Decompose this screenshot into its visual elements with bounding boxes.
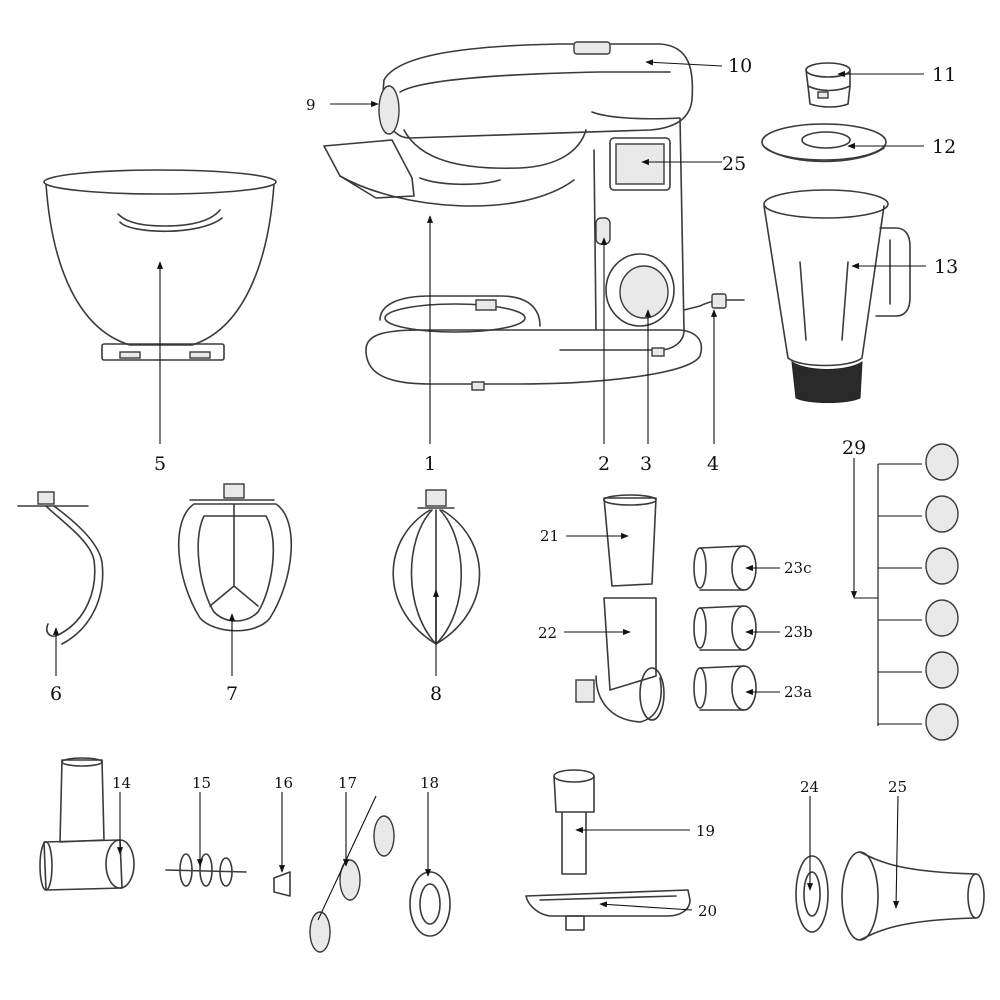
label-part-6: 6	[50, 683, 62, 705]
drum-23a	[693, 665, 757, 711]
label-part-23c: 23c	[784, 559, 812, 577]
label-part-12: 12	[932, 136, 956, 158]
label-part-24: 24	[800, 778, 819, 796]
label-part-21: 21	[540, 527, 559, 545]
drum-23b	[693, 605, 757, 651]
dough-hook	[17, 491, 104, 645]
label-part-1: 1	[424, 453, 436, 475]
label-part-19: 19	[696, 822, 715, 840]
label-part-23b: 23b	[784, 623, 813, 641]
label-part-9: 9	[306, 96, 316, 114]
mincer-plates	[309, 815, 395, 953]
label-part-2: 2	[598, 453, 610, 475]
label-part-8: 8	[430, 683, 442, 705]
slicer-housing	[575, 597, 665, 723]
label-part-11: 11	[932, 64, 956, 86]
label-part-25-display: 25	[722, 153, 746, 175]
label-part-5: 5	[154, 453, 166, 475]
label-part-20: 20	[698, 902, 717, 920]
mincer-ring	[409, 871, 451, 937]
mincer-pusher	[553, 769, 595, 875]
label-part-18: 18	[420, 774, 439, 792]
label-part-25-funnel: 25	[888, 778, 907, 796]
label-part-17: 17	[338, 774, 357, 792]
mincer-tray	[525, 889, 691, 931]
flat-beater	[177, 483, 293, 632]
label-part-4: 4	[707, 453, 719, 475]
label-part-22: 22	[538, 624, 557, 642]
slicer-pusher	[603, 494, 657, 587]
blender-jug	[763, 189, 911, 403]
leader-lines	[52, 59, 926, 921]
label-part-10: 10	[728, 55, 752, 77]
label-part-15: 15	[192, 774, 211, 792]
blender-cap	[805, 62, 851, 108]
label-part-3: 3	[640, 453, 652, 475]
label-part-14: 14	[112, 774, 131, 792]
label-part-23a: 23a	[784, 683, 812, 701]
blender-lid	[761, 123, 887, 163]
label-part-29: 29	[842, 437, 866, 459]
label-part-16: 16	[274, 774, 293, 792]
sausage-funnel-base	[795, 855, 829, 933]
stand-mixer-body	[323, 41, 745, 391]
mincer-screw	[165, 853, 247, 887]
mixing-bowl	[43, 169, 277, 361]
drum-23c	[693, 545, 757, 591]
part-labels: 5 1 2 3 4 9 10 25 11 12 13 6 7 8 21 22 2…	[50, 55, 958, 920]
label-part-13: 13	[934, 256, 958, 278]
mincer-blade	[273, 871, 291, 897]
cutting-discs	[854, 443, 959, 741]
sausage-funnel	[841, 851, 985, 941]
label-part-7: 7	[226, 683, 238, 705]
